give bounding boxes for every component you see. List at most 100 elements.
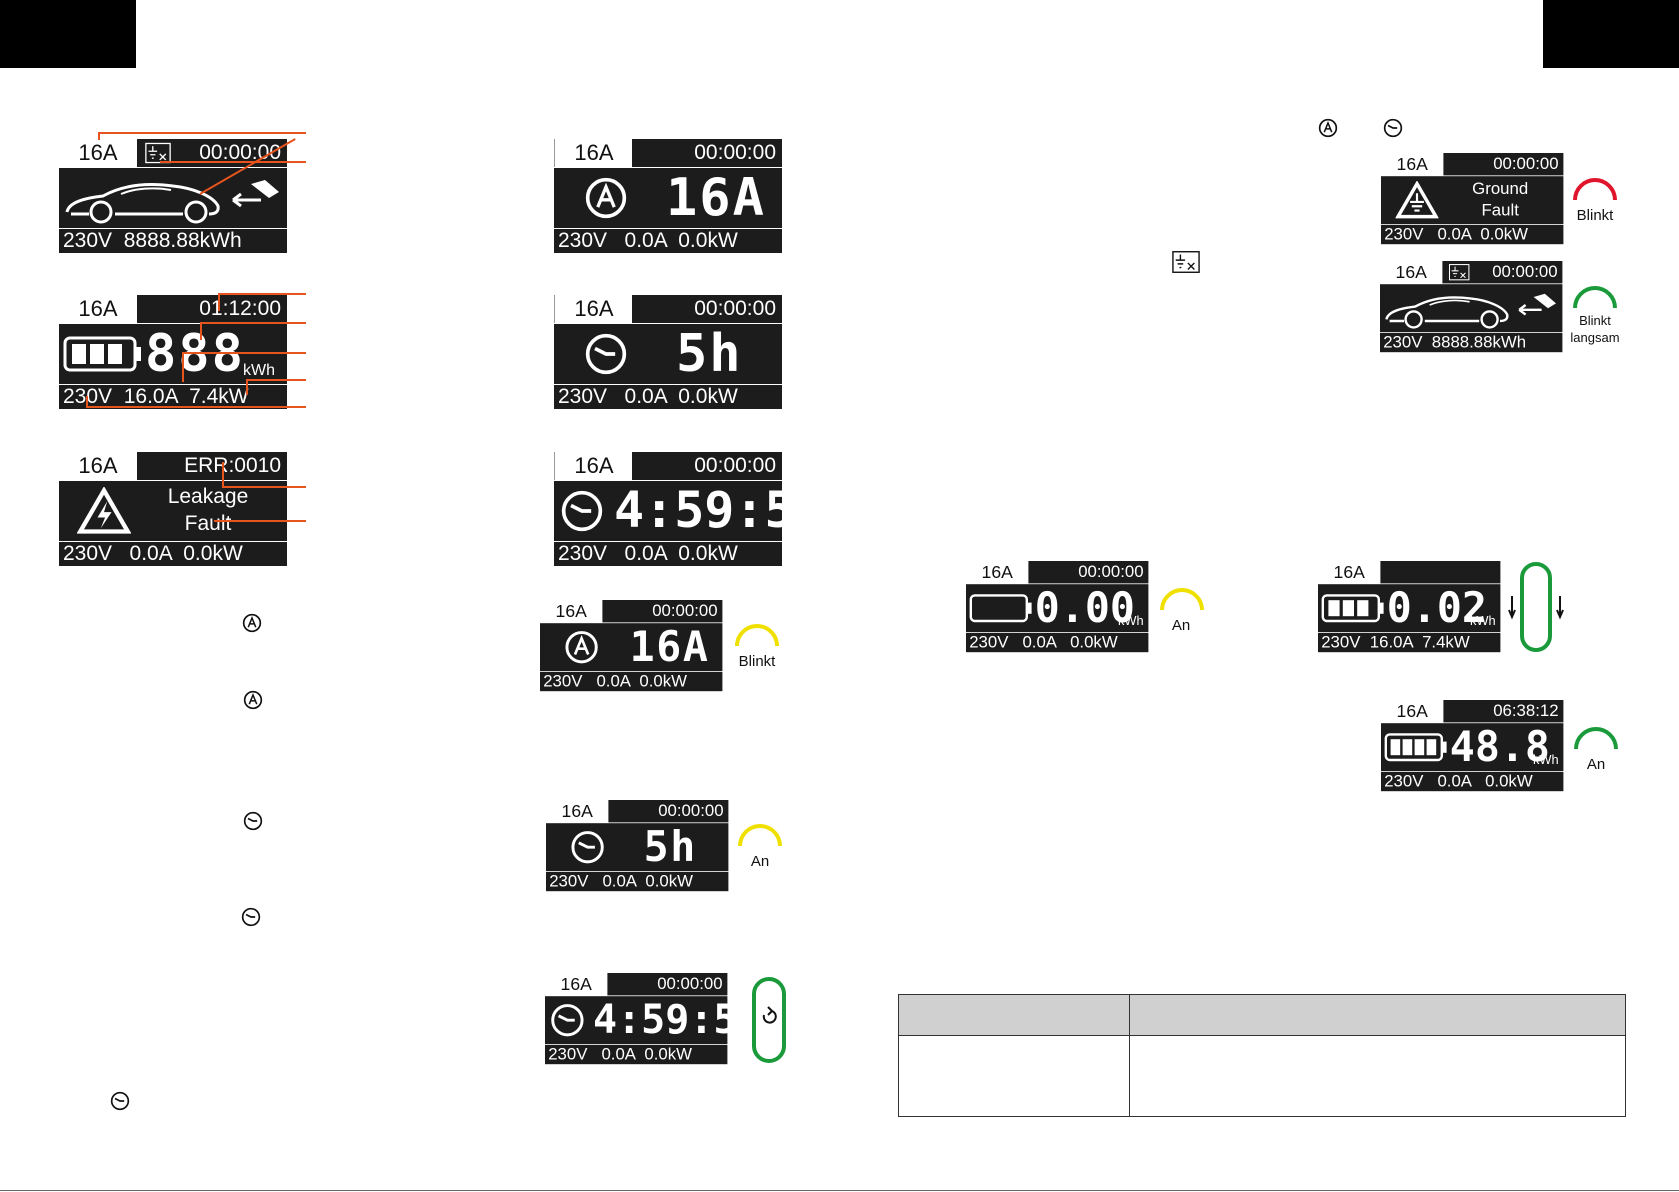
display-main-area: Leakage Fault	[59, 481, 287, 541]
led-status-label: An	[1586, 756, 1606, 773]
display-footer: 230V 0.0A 0.0kW	[554, 229, 782, 253]
display-main-area: 48.8 kWh	[1381, 723, 1564, 772]
display-footer: 230V 0.0A 0.0kW	[1381, 225, 1564, 245]
callout-line	[246, 379, 306, 381]
clock-icon	[570, 830, 605, 865]
current-setting: 16A	[1395, 261, 1427, 282]
led-red-arc	[1573, 178, 1617, 201]
car-icon	[63, 174, 223, 224]
current-setting: 16A	[555, 600, 587, 621]
display-footer: 230V 16.0A 7.4kW	[1318, 633, 1501, 653]
timer-readout: 00:00:00	[632, 139, 782, 167]
display-current-setting: 16A 00:00:00 16A 230V 0.0A 0.0kW	[554, 139, 782, 253]
timer-readout: 00:00:00	[1442, 261, 1563, 284]
callout-line	[182, 352, 184, 382]
display-footer: 230V 0.0A 0.0kW	[59, 542, 287, 566]
callout-line	[218, 293, 306, 295]
current-setting: 16A	[1396, 700, 1428, 721]
corner-block-right	[1543, 0, 1679, 68]
current-setting: 16A	[554, 139, 633, 167]
current-setting: 16A	[554, 295, 633, 323]
display-main-area: 4:59:58	[554, 481, 825, 541]
fault-line-2: Fault	[184, 512, 232, 535]
clock-icon	[584, 332, 628, 376]
display-countdown: 16A 00:00:00 4:59:58 230V 0.0A 0.0kW	[554, 452, 825, 566]
callout-line	[98, 132, 306, 134]
a-circle-icon	[1318, 118, 1338, 138]
callout-line	[160, 161, 306, 163]
table-header-cell	[898, 994, 1130, 1036]
energy-unit: kWh	[1533, 753, 1559, 768]
led-green-arc	[1573, 286, 1617, 309]
callout-line	[222, 462, 224, 486]
timer-readout: 00:00:00	[602, 600, 723, 623]
led-red-arc	[735, 624, 779, 647]
current-setting: 16A	[554, 452, 633, 480]
display-main-area: 5h	[546, 823, 729, 872]
callout-line	[86, 396, 88, 408]
callout-line	[200, 322, 202, 340]
energy-unit: kWh	[243, 362, 275, 379]
display-leakage-fault: 16A ERR:0010 Leakage Fault 230V 0.0A 0.0…	[59, 452, 287, 566]
display-ground-fault: 16A 00:00:00 Ground Fault 230V 0.0A 0.0k…	[1381, 153, 1564, 245]
timer-readout: 00:00:00	[1028, 561, 1149, 584]
plug-icon	[231, 178, 281, 218]
warning-bolt-icon	[77, 487, 131, 535]
table-header-row	[898, 994, 1626, 1036]
callout-line	[200, 322, 306, 324]
display-countdown-loop: 16A 00:00:00 4:59:58 230V 0.0A 0.0kW	[545, 973, 762, 1065]
page-bottom-rule	[0, 1190, 1679, 1191]
warning-ground-icon	[1395, 181, 1438, 219]
clock-icon	[243, 811, 263, 831]
ground-fault-icon	[1449, 263, 1470, 281]
current-setting: 16A	[78, 453, 118, 478]
timer-readout: 00:00:00	[632, 452, 782, 480]
display-delay-on: 16A 00:00:00 5h 230V 0.0A 0.0kW	[546, 800, 729, 892]
countdown-value: 4:59:58	[614, 481, 825, 539]
current-value: 16A	[666, 168, 766, 228]
a-circle-icon	[584, 176, 628, 220]
battery-icon	[63, 336, 141, 372]
display-main-area: 0.00 kWh	[966, 584, 1149, 633]
energy-value: 0.02	[1386, 584, 1487, 633]
display-main-area	[1380, 284, 1563, 333]
table-row	[898, 1035, 1626, 1117]
display-footer: 230V 0.0A 0.0kW	[540, 672, 723, 692]
timer-readout: 00:00:00	[608, 800, 729, 823]
callout-line	[86, 406, 306, 408]
display-main-area: Ground Fault	[1381, 176, 1564, 225]
display-footer: 230V 0.0A 0.0kW	[545, 1045, 728, 1065]
fault-line-1: Leakage	[167, 485, 249, 508]
current-setting: 16A	[1333, 561, 1365, 582]
fault-line-1: Ground	[1472, 179, 1529, 198]
led-yellow-arc	[738, 824, 782, 847]
led-status-label: Blinkt	[738, 653, 776, 670]
display-main-area	[59, 168, 287, 228]
display-main-area: 5h	[554, 324, 782, 384]
led-yellow-arc	[1160, 588, 1204, 611]
current-value: 16A	[629, 623, 710, 672]
led-green-loop	[1508, 562, 1564, 652]
current-setting: 16A	[561, 800, 593, 821]
countdown-value: 4:59:58	[593, 996, 762, 1043]
display-footer: 230V 8888.88kWh	[1380, 333, 1563, 353]
callout-line	[182, 352, 306, 354]
table-cell	[898, 1035, 1130, 1117]
battery-icon	[1321, 594, 1384, 623]
battery-icon	[969, 594, 1032, 623]
display-footer: 230V 0.0A 0.0kW	[966, 633, 1149, 653]
current-setting: 16A	[560, 973, 592, 994]
display-footer: 230V 0.0A 0.0kW	[554, 542, 782, 566]
energy-value: 888	[145, 324, 245, 384]
table-cell	[1129, 1035, 1626, 1117]
current-setting: 16A	[78, 140, 118, 165]
display-footer: 230V 0.0A 0.0kW	[546, 872, 729, 892]
callout-line	[222, 486, 306, 488]
energy-unit: kWh	[1470, 614, 1496, 629]
display-footer: 230V 0.0A 0.0kW	[1381, 772, 1564, 792]
battery-icon	[1384, 733, 1447, 762]
display-current-blink: 16A 00:00:00 16A 230V 0.0A 0.0kW	[540, 600, 723, 692]
corner-block-left	[0, 0, 136, 68]
display-energy-start: 16A 00:00:00 0.00 kWh 230V 0.0A 0.0kW	[966, 561, 1149, 653]
callout-line	[246, 379, 248, 395]
